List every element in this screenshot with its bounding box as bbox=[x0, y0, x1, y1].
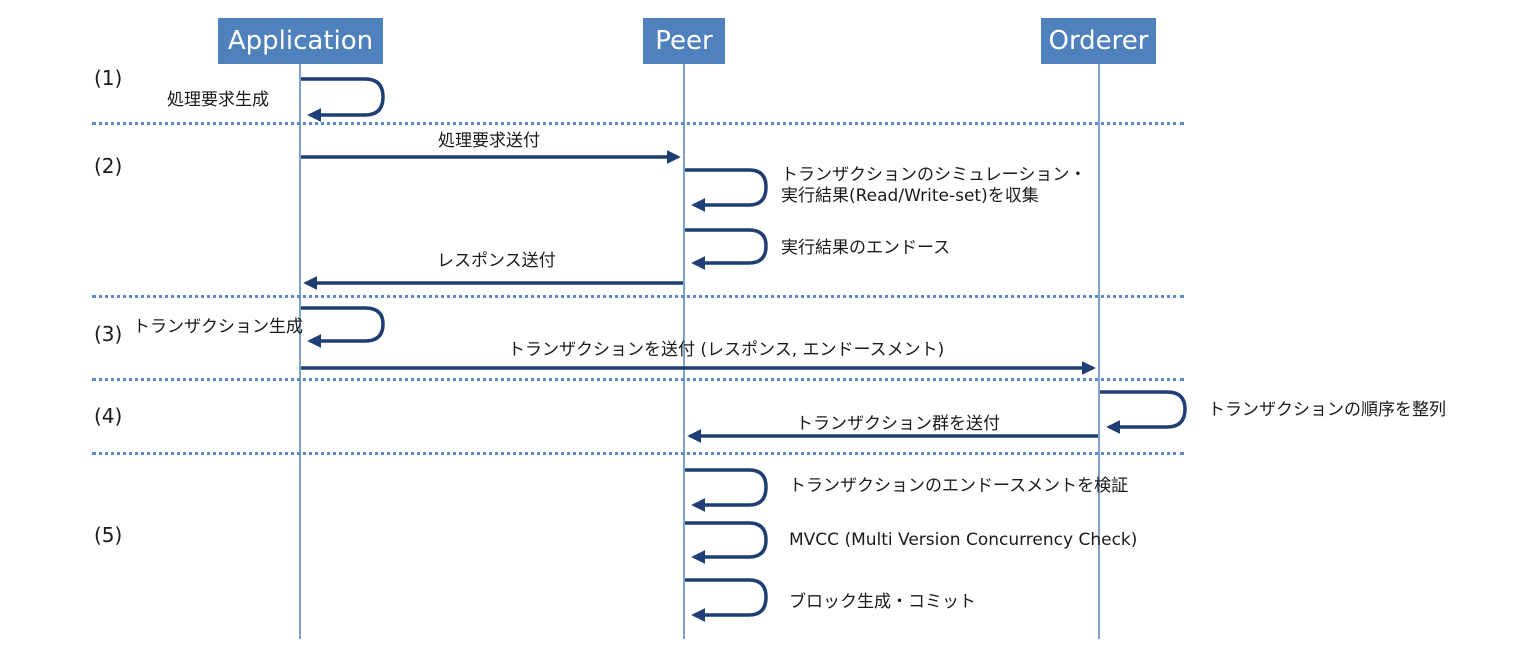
self-loop-arrow-commit bbox=[685, 578, 768, 622]
lifeline-peer bbox=[683, 64, 685, 639]
label-endorse: 実行結果のエンドース bbox=[781, 238, 951, 258]
phase-label-1: (1) bbox=[94, 66, 123, 90]
self-loop-arrow-order-tx bbox=[1100, 390, 1187, 434]
self-loop-arrow-generate-tx bbox=[301, 306, 385, 348]
actor-application: Application bbox=[218, 18, 383, 64]
label-commit-block: ブロック生成・コミット bbox=[789, 592, 976, 612]
lifeline-application bbox=[299, 64, 301, 639]
actor-peer: Peer bbox=[643, 18, 725, 64]
phase-divider bbox=[92, 295, 1184, 298]
phase-label-5: (5) bbox=[94, 523, 123, 547]
label-generate-request: 処理要求生成 bbox=[167, 90, 269, 110]
self-loop-arrow-endorse bbox=[685, 228, 768, 270]
label-send-response: レスポンス送付 bbox=[437, 251, 556, 271]
lifeline-orderer bbox=[1098, 64, 1100, 639]
label-send-request: 処理要求送付 bbox=[438, 131, 540, 151]
actor-orderer: Orderer bbox=[1041, 18, 1156, 64]
label-send-tx-batch: トランザクション群を送付 bbox=[796, 414, 1000, 434]
label-simulate-line1: トランザクションのシミュレーション・ bbox=[781, 165, 1087, 185]
phase-divider bbox=[92, 122, 1184, 125]
label-generate-tx: トランザクション生成 bbox=[133, 317, 303, 337]
phase-label-3: (3) bbox=[94, 322, 123, 346]
phase-label-2: (2) bbox=[94, 154, 123, 178]
label-send-tx: トランザクションを送付 (レスポンス, エンドースメント) bbox=[508, 340, 945, 360]
self-loop-arrow-mvcc bbox=[685, 521, 768, 564]
phase-label-4: (4) bbox=[94, 404, 123, 428]
label-validate-endorsement: トランザクションのエンドースメントを検証 bbox=[789, 476, 1129, 496]
self-loop-arrow-simulate bbox=[685, 168, 768, 212]
label-order-tx: トランザクションの順序を整列 bbox=[1208, 400, 1446, 420]
label-mvcc: MVCC (Multi Version Concurrency Check) bbox=[789, 530, 1138, 550]
self-loop-arrow-app-request bbox=[301, 77, 385, 122]
phase-divider bbox=[92, 378, 1184, 381]
label-simulate-line2: 実行結果(Read/Write-set)を収集 bbox=[781, 186, 1039, 206]
self-loop-arrow-validate bbox=[685, 468, 768, 512]
phase-divider bbox=[92, 452, 1184, 455]
